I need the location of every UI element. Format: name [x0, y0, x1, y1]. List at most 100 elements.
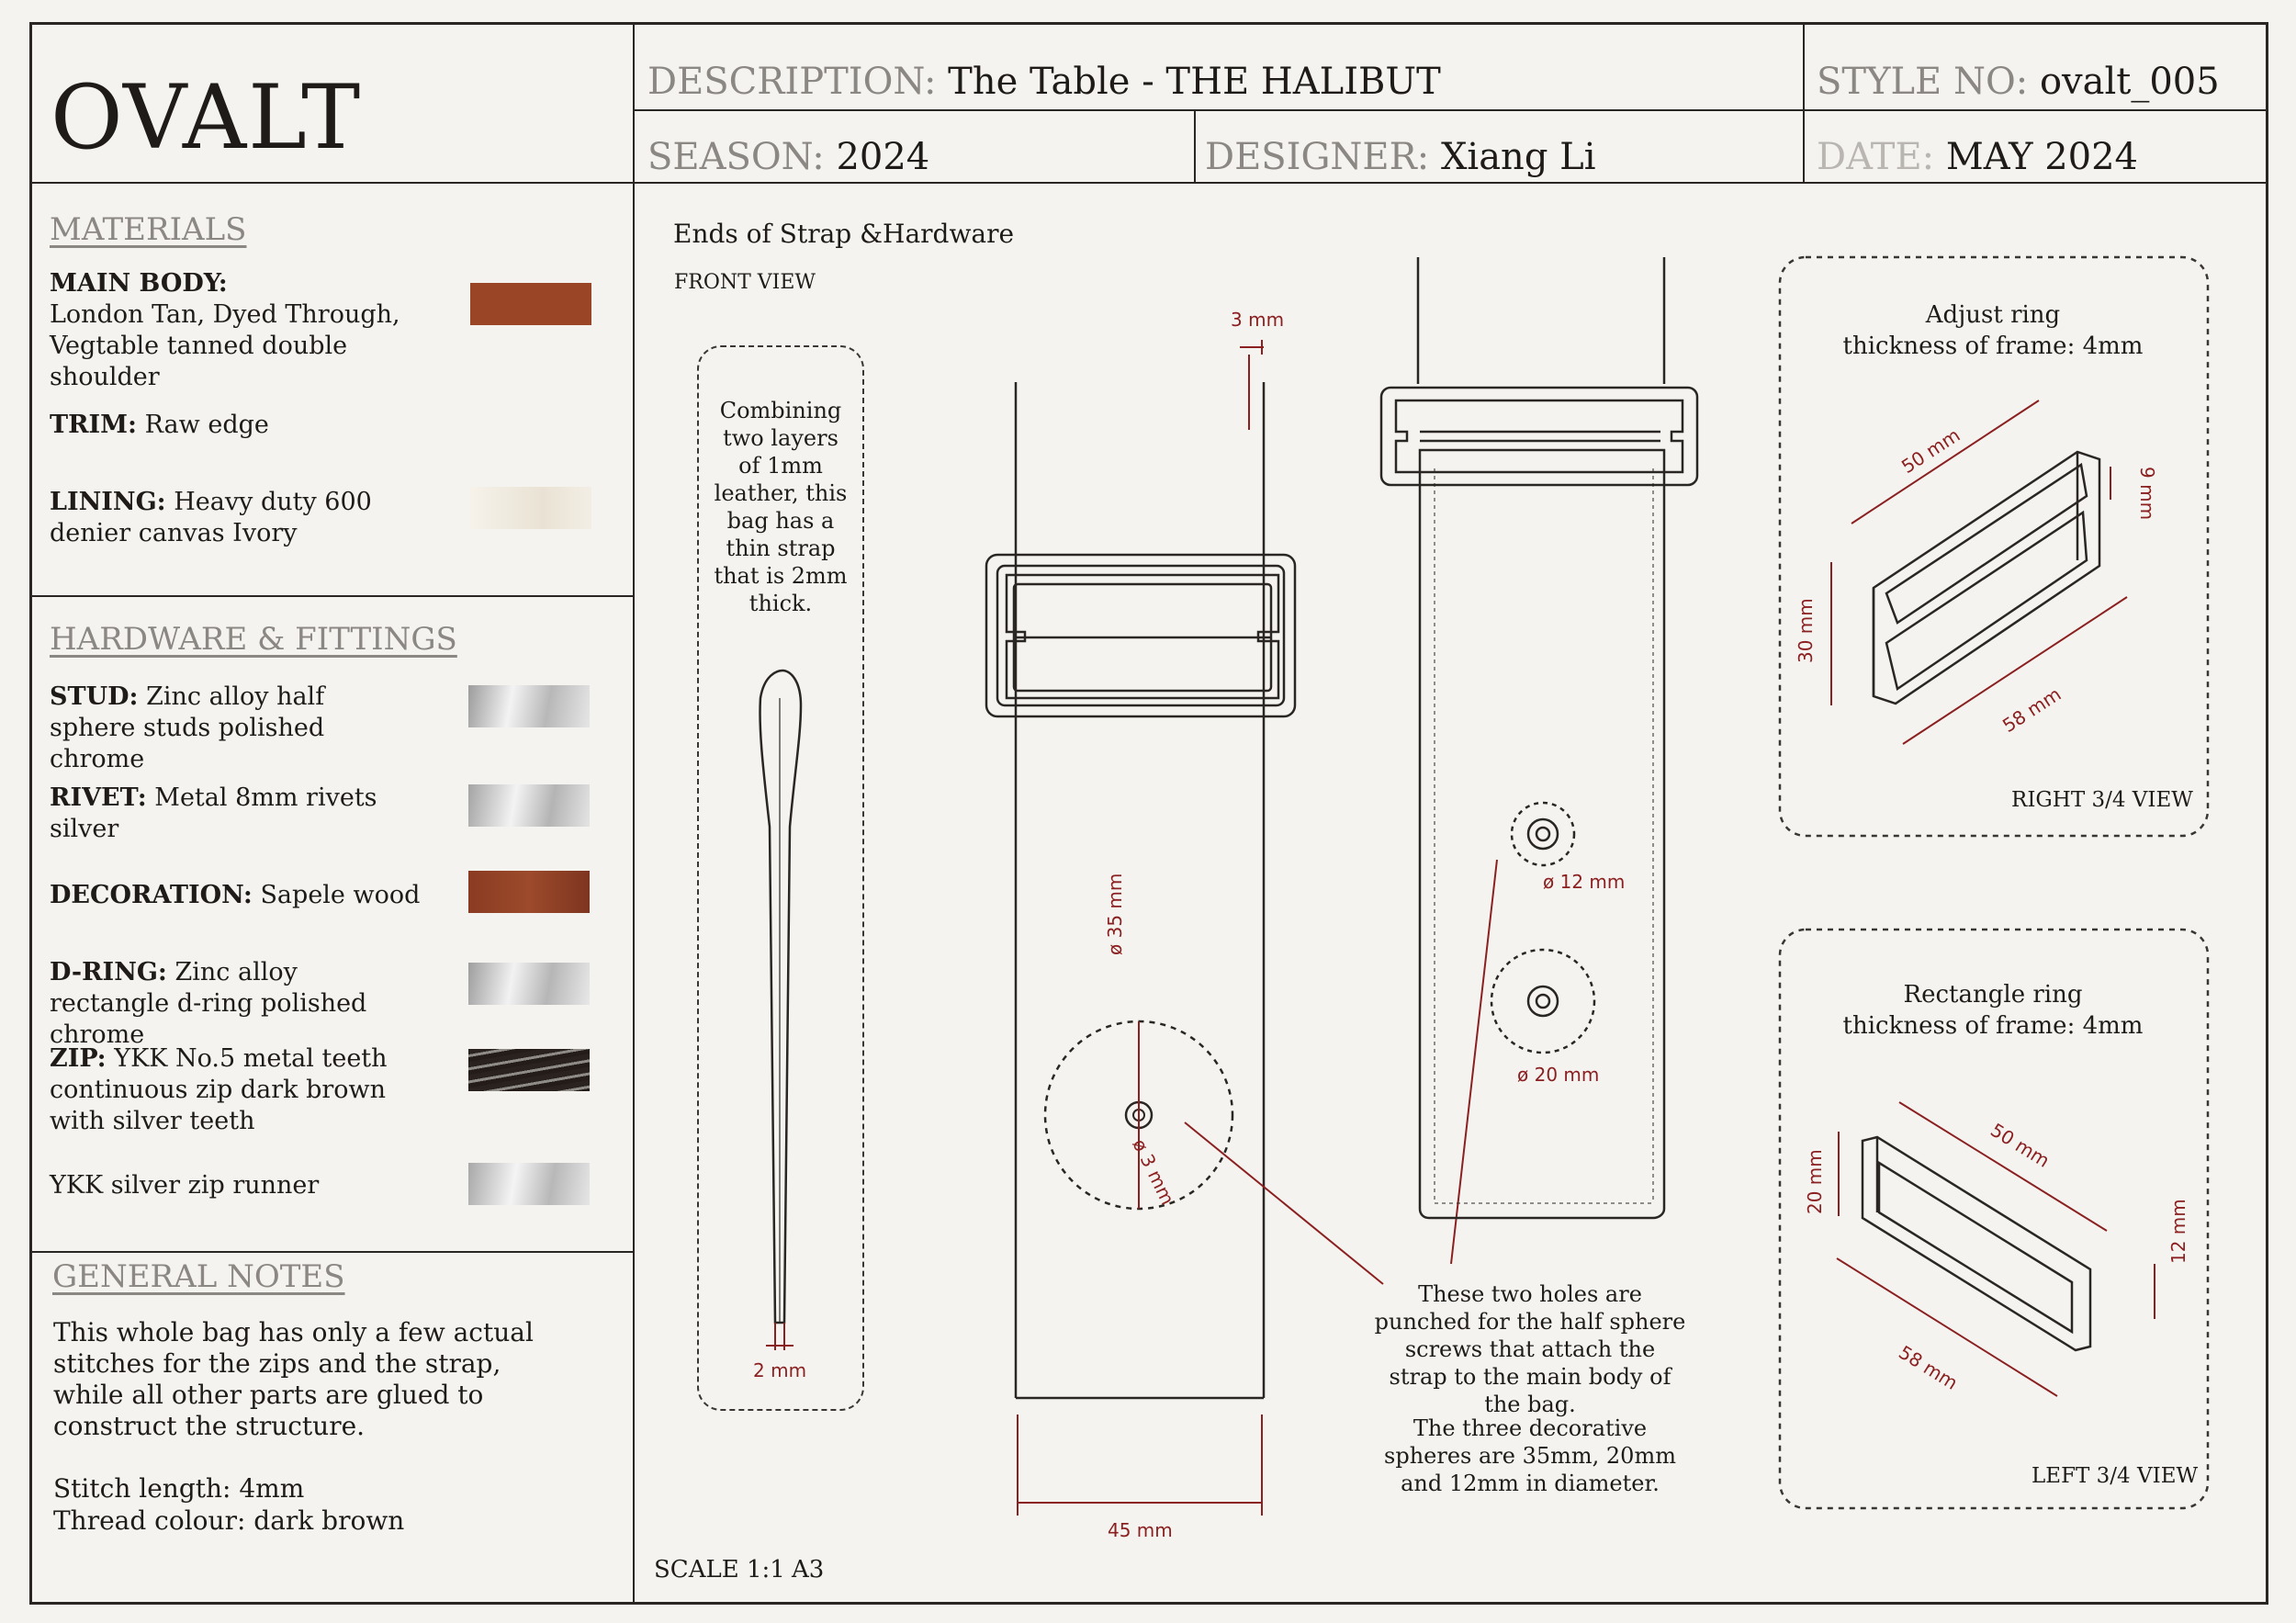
hardware-zip: ZIP: YKK No.5 metal teeth continuous zip…: [50, 1043, 417, 1137]
adjust-ring-name: Adjust ring: [1925, 301, 2061, 329]
notes-stitch: Stitch length: 4mm: [53, 1473, 305, 1504]
hardware-divider: [29, 1251, 633, 1253]
adjust-ring-view: RIGHT 3/4 VIEW: [2011, 788, 2193, 812]
material-trim: TRIM: Raw edge: [50, 410, 454, 441]
material-main-body: MAIN BODY: London Tan, Dyed Through, Veg…: [50, 268, 454, 393]
material-label: TRIM:: [50, 411, 138, 439]
style-field: STYLE NO: ovalt_005: [1817, 61, 2220, 103]
hardware-stud: STUD: Zinc alloy half sphere studs polis…: [50, 682, 417, 775]
strap-side-profile: [759, 669, 803, 1324]
material-text: Raw edge: [144, 411, 269, 439]
chrome-swatch: [468, 784, 590, 827]
material-label: LINING:: [50, 488, 166, 516]
rect-dim-12: 12 mm: [2167, 1199, 2189, 1264]
notes-title: GENERAL NOTES: [52, 1258, 345, 1295]
side-view-note: Combining two layers of 1mm leather, thi…: [714, 398, 848, 616]
notes-thread: Thread colour: dark brown: [53, 1505, 405, 1536]
hardware-text: YKK No.5 metal teeth continuous zip dark…: [50, 1044, 388, 1135]
header-col-divider-designer: [1194, 109, 1196, 182]
front-view-label: FRONT VIEW: [674, 271, 816, 294]
chrome-swatch: [468, 685, 590, 727]
hardware-label: STUD:: [50, 682, 139, 711]
rect-ring-thickness: thickness of frame: 4mm: [1842, 1012, 2144, 1040]
chrome-swatch: [468, 963, 590, 1005]
rect-ring-view: LEFT 3/4 VIEW: [2032, 1464, 2199, 1488]
callout-holes: These two holes are punched for the half…: [1374, 1281, 1686, 1417]
dim-20mm: ø 20 mm: [1517, 1064, 1600, 1086]
hardware-label: DECORATION:: [50, 881, 253, 909]
chrome-swatch: [468, 1163, 590, 1205]
drawing-title: Ends of Strap &Hardware: [673, 219, 1015, 249]
material-text: London Tan, Dyed Through, Vegtable tanne…: [50, 300, 400, 391]
hardware-rivet: RIVET: Metal 8mm rivets silver: [50, 783, 417, 845]
rect-dim-20: 20 mm: [1804, 1149, 1826, 1214]
rect-ring-title: Rectangle ring thickness of frame: 4mm: [1800, 979, 2186, 1042]
hardware-text: Metal 8mm rivets silver: [50, 783, 377, 843]
wood-swatch: [468, 871, 590, 913]
adjust-dim-9: 9 mm: [2136, 467, 2158, 521]
hardware-title: HARDWARE & FITTINGS: [50, 621, 457, 658]
sphere-20mm-outline: [1490, 948, 1596, 1054]
header-mid-divider: [633, 109, 2268, 111]
hardware-text: YKK silver zip runner: [50, 1171, 320, 1200]
hardware-decoration: DECORATION: Sapele wood: [50, 880, 454, 911]
description-value: The Table - THE HALIBUT: [948, 61, 1441, 103]
season-value: 2024: [836, 136, 930, 178]
date-label: DATE:: [1817, 136, 1935, 178]
hardware-d-ring: D-RING: Zinc alloy rectangle d-ring poli…: [50, 957, 417, 1051]
hardware-zip-runner: YKK silver zip runner: [50, 1170, 417, 1201]
adjust-ring-thickness: thickness of frame: 4mm: [1842, 332, 2144, 360]
scale-label: SCALE 1:1: [654, 1556, 785, 1584]
notes-body: This whole bag has only a few actual sti…: [53, 1317, 534, 1441]
hardware-label: D-RING:: [50, 958, 167, 986]
style-label: STYLE NO:: [1817, 61, 2029, 103]
back-strap-body: [1418, 448, 1666, 1220]
adjust-dim-30: 30 mm: [1795, 598, 1817, 663]
header-divider: [29, 182, 2268, 184]
hardware-label: RIVET:: [50, 783, 147, 812]
style-value: ovalt_005: [2039, 61, 2220, 103]
hardware-text: Zinc alloy rectangle d-ring polished chr…: [50, 958, 367, 1049]
dim-35mm: ø 35 mm: [1104, 873, 1126, 955]
rect-ring-drawing: [1861, 1135, 2092, 1352]
hardware-text: Sapele wood: [260, 881, 421, 909]
designer-label: DESIGNER:: [1205, 136, 1430, 178]
designer-field: DESIGNER: Xiang Li: [1205, 136, 1596, 178]
sphere-12mm-outline: [1510, 801, 1576, 867]
side-view-box: [697, 345, 864, 1411]
materials-title: MATERIALS: [50, 211, 247, 248]
materials-divider: [29, 595, 633, 597]
material-label: MAIN BODY:: [50, 269, 228, 298]
dim-2mm: 2 mm: [753, 1359, 807, 1381]
hardware-label: ZIP:: [50, 1044, 107, 1073]
paper-size: A3: [792, 1556, 825, 1584]
dim-45mm: 45 mm: [1108, 1519, 1173, 1541]
column-divider: [633, 22, 635, 1605]
callout-spheres: The three decorative spheres are 35mm, 2…: [1384, 1415, 1676, 1496]
dim-3mm-top: 3 mm: [1231, 309, 1285, 331]
canvas-swatch: [470, 487, 591, 529]
season-label: SEASON:: [647, 136, 825, 178]
dim-12mm: ø 12 mm: [1543, 871, 1626, 893]
adjust-ring-box: [1778, 255, 2210, 838]
date-value: MAY 2024: [1945, 136, 2138, 178]
rect-ring-box: [1778, 928, 2210, 1510]
back-buckle-outer: [1379, 386, 1699, 487]
zip-swatch: [468, 1049, 590, 1091]
header-col-divider-style: [1803, 22, 1805, 182]
date-field: DATE: MAY 2024: [1817, 136, 2138, 178]
designer-value: Xiang Li: [1440, 136, 1596, 178]
leather-swatch: [470, 283, 591, 325]
brand-logo: OVALT: [51, 66, 363, 169]
hardware-text: Zinc alloy half sphere studs polished ch…: [50, 682, 325, 773]
description-field: DESCRIPTION: The Table - THE HALIBUT: [647, 61, 1441, 103]
buckle-outer: [985, 553, 1297, 718]
adjust-ring-title: Adjust ring thickness of frame: 4mm: [1800, 299, 2186, 362]
material-lining: LINING: Heavy duty 600 denier canvas Ivo…: [50, 487, 454, 549]
adjust-ring-drawing: [1872, 450, 2101, 705]
rect-ring-name: Rectangle ring: [1903, 981, 2083, 1009]
spec-sheet: [29, 22, 2268, 1605]
description-label: DESCRIPTION:: [647, 61, 937, 103]
season-field: SEASON: 2024: [647, 136, 929, 178]
